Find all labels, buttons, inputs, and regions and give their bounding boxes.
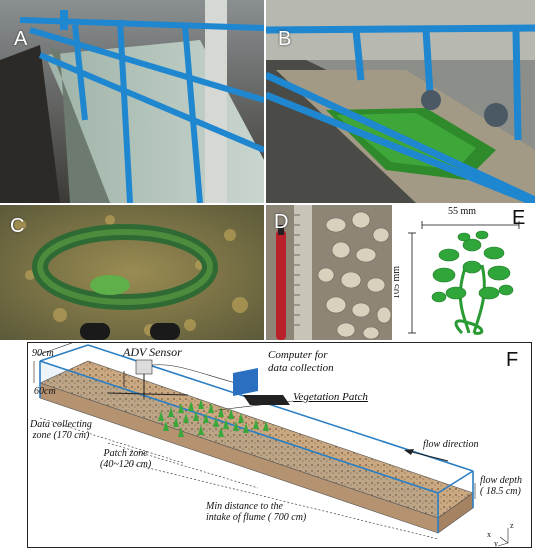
data-zone-line2: zone (170 cm) [32,430,90,441]
panel-label-d: D [274,211,289,233]
flow-depth-line1: flow depth [480,475,522,486]
plant-width-dimension: 55 mm [448,206,477,217]
photo-panel-c: C [0,205,264,340]
axis-y-label: y [494,539,498,548]
photo-panel-b: B [266,0,535,203]
vegetation-patch-label: Vegetation Patch [293,391,368,403]
vegetation-patch-marks [158,399,269,437]
min-distance-line2: intake of flume ( 700 cm) [206,512,307,523]
flume-width-dimension: 90cm [32,348,54,359]
data-zone-line1: Data collecting [30,419,92,430]
flume-schematic [33,343,509,547]
panel-label-b: B [278,28,292,50]
adv-sensor-label: ADV Sensor [123,345,182,359]
panel-label-a: A [14,28,28,50]
patch-zone-line2: (40~120 cm) [100,459,152,470]
axis-x-label: x [487,530,491,539]
schematic-panel-f: F ADV Sensor Computer for data collectio… [27,342,532,548]
computer-label-line2: data collection [268,362,334,374]
computer-label-line1: Computer for [268,349,328,361]
flow-depth-label: flow depth ( 18.5 cm) [480,475,522,497]
flume-height-dimension: 60cm [34,386,56,397]
panel-label-c: C [10,215,25,237]
data-zone-label: Data collecting zone (170 cm) [30,419,92,441]
flow-direction-label: flow direction [423,439,479,450]
axis-z-label: z [510,521,514,530]
flow-depth-line2: ( 18.5 cm) [480,486,521,497]
plant-height-dimension: 105 mm [394,265,403,300]
photo-panel-a: A [0,0,264,203]
min-distance-line1: Min distance to the [206,501,283,512]
photo-panel-d: D [266,205,392,340]
patch-zone-line1: Patch zone [103,448,148,459]
patch-zone-label: Patch zone (40~120 cm) [100,448,151,470]
computer-label: Computer for data collection [268,349,334,375]
panel-label-e: E [512,207,526,229]
photo-panel-e: E 55 mm 105 mm [394,205,535,340]
min-distance-label: Min distance to the intake of flume ( 70… [206,501,306,523]
panel-label-f: F [506,349,519,371]
